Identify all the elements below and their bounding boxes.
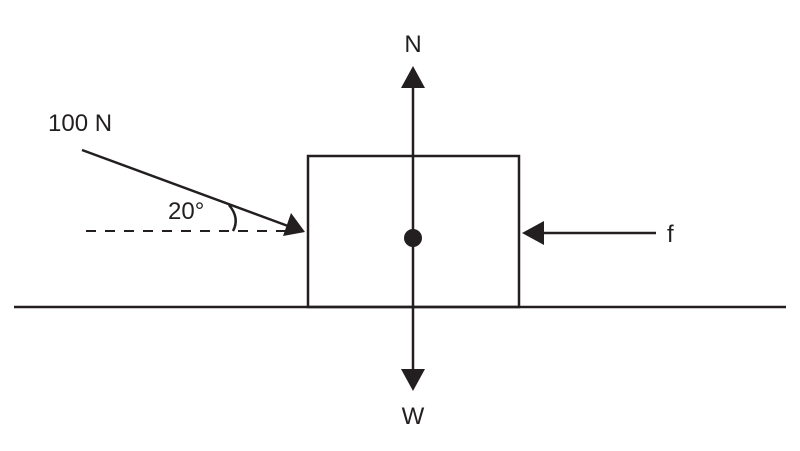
weight-label: W bbox=[402, 403, 425, 430]
applied-force-label: 100 N bbox=[48, 110, 112, 137]
angle-arc bbox=[228, 204, 237, 232]
applied-force-arrow bbox=[81, 148, 305, 236]
weight-arrow bbox=[401, 238, 425, 391]
friction-label: f bbox=[667, 221, 674, 248]
center-of-mass-dot bbox=[404, 229, 422, 247]
normal-force-arrow bbox=[401, 66, 425, 238]
friction-arrow bbox=[522, 221, 656, 245]
normal-force-label: N bbox=[404, 31, 421, 58]
angle-label: 20° bbox=[168, 198, 204, 225]
